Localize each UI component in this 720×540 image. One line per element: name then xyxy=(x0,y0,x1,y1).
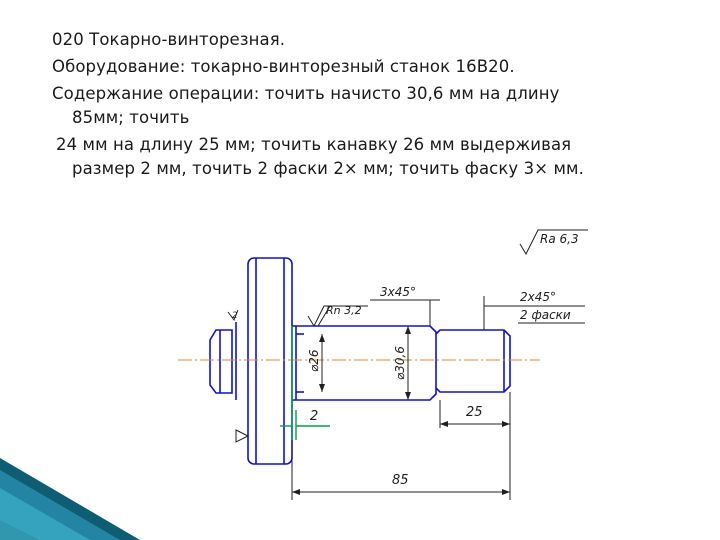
roughness-local-label: Rn 3,2 xyxy=(326,304,362,317)
equipment-line: Оборудование: токарно-винторезный станок… xyxy=(52,57,515,76)
roughness-general-label: Ra 6,3 xyxy=(540,232,579,246)
content-line-2-cont: размер 2 мм, точить 2 фаски 2× мм; точит… xyxy=(72,159,584,178)
chamfer-left-label: 3x45° xyxy=(380,285,416,299)
content-line-1: Содержание операции: точить начисто 30,6… xyxy=(52,84,560,103)
chuck-stub xyxy=(209,329,233,394)
operation-title: 020 Токарно-винторезная. xyxy=(52,30,286,49)
step-length-label: 25 xyxy=(466,405,483,420)
dia-groove-label: ⌀26 xyxy=(307,349,321,372)
green-dimensions xyxy=(280,326,330,440)
flange xyxy=(247,257,293,465)
content-line-1-cont: 85мм; точить xyxy=(72,108,190,127)
chamfer-note-label: 2 фаски xyxy=(520,308,571,322)
shaft-end xyxy=(435,329,511,393)
dimension-lines xyxy=(227,229,588,500)
groove-width-label: 2 xyxy=(310,409,318,424)
chuck-mark-label: 2 xyxy=(232,311,238,321)
chamfer-right-label: 2x45° xyxy=(520,290,556,304)
dia-main-label: ⌀30,6 xyxy=(393,346,407,380)
part-outline xyxy=(209,257,511,465)
main-shaft xyxy=(292,325,437,401)
content-line-2: 24 мм на длину 25 мм; точить канавку 26 … xyxy=(56,135,572,154)
operation-description: 020 Токарно-винторезная. Оборудование: т… xyxy=(52,28,692,181)
total-length-label: 85 xyxy=(392,473,409,488)
